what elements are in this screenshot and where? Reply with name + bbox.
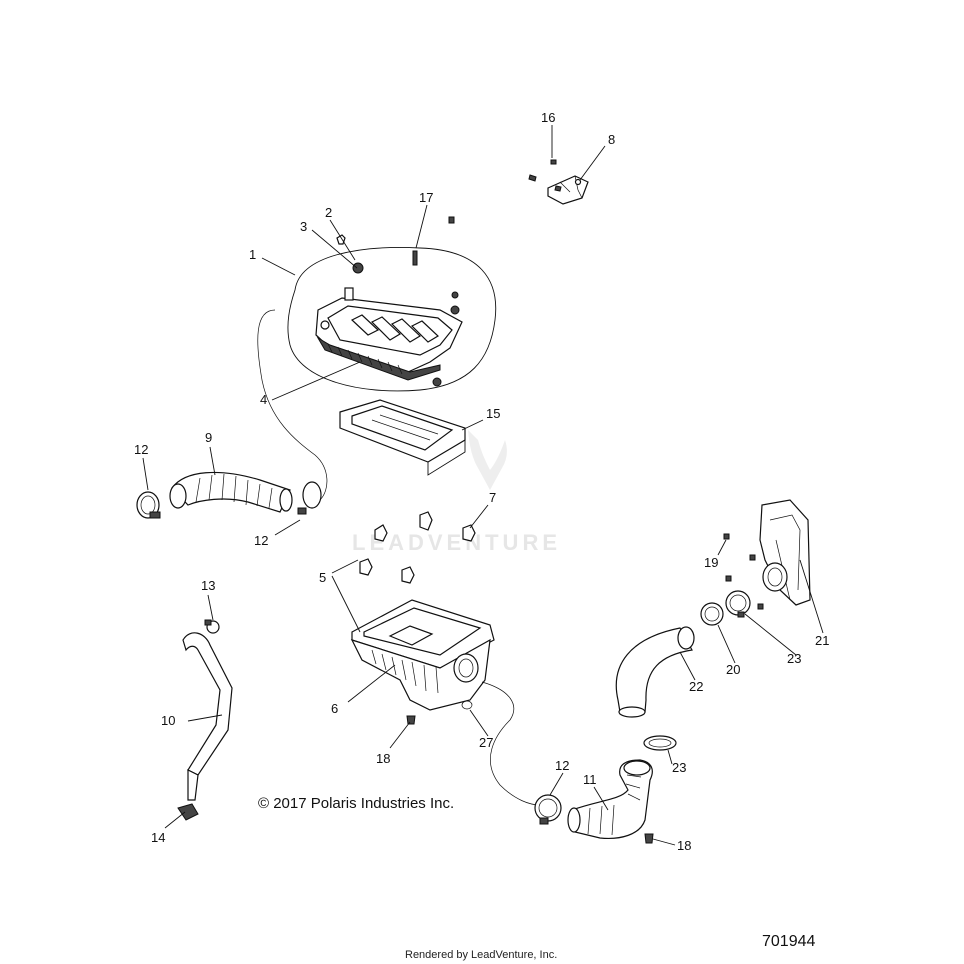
diagram-number: 701944 <box>762 933 815 950</box>
callout-18b: 18 <box>677 838 691 853</box>
part-clamp-12b[interactable] <box>297 481 322 515</box>
callout-7: 7 <box>489 490 496 505</box>
callout-3: 3 <box>300 219 307 234</box>
callout-leaders <box>142 125 824 846</box>
callout-27: 27 <box>479 735 493 750</box>
part-clamp-14[interactable] <box>177 803 199 821</box>
part-elbow-22[interactable] <box>615 626 695 718</box>
callout-12c: 12 <box>555 758 569 773</box>
rendered-by-text: Rendered by LeadVenture, Inc. <box>405 949 557 961</box>
leader-line <box>257 309 328 501</box>
part-lower-hose-11[interactable] <box>567 759 653 840</box>
callout-21: 21 <box>815 633 829 648</box>
part-clips-5-7[interactable] <box>359 511 476 584</box>
part-clamp-23a[interactable] <box>725 590 751 618</box>
part-drain-18a[interactable] <box>406 715 416 725</box>
callout-labels: 16 8 17 2 3 1 4 15 9 12 12 7 5 13 10 6 1… <box>134 110 829 853</box>
part-clamp-12a[interactable] <box>136 491 161 519</box>
part-bracket-8[interactable] <box>547 175 589 205</box>
callout-9: 9 <box>205 430 212 445</box>
callout-8: 8 <box>608 132 615 147</box>
part-screw-16[interactable] <box>528 159 562 192</box>
callout-15: 15 <box>486 406 500 421</box>
callout-6: 6 <box>331 701 338 716</box>
callout-12b: 12 <box>254 533 268 548</box>
part-duct-21[interactable] <box>759 499 811 606</box>
callout-23b: 23 <box>672 760 686 775</box>
part-drain-18b[interactable] <box>644 833 654 844</box>
part-intake-hose-9[interactable] <box>169 471 293 513</box>
part-airbox-cover-1[interactable] <box>287 247 497 392</box>
part-grommet-27[interactable] <box>461 700 473 710</box>
part-airbox-base-6[interactable] <box>350 599 495 711</box>
part-clamp-13[interactable] <box>204 619 220 634</box>
copyright-text: © 2017 Polaris Industries Inc. <box>258 795 454 812</box>
part-coupler-20[interactable] <box>700 602 724 626</box>
part-breather-hose-10[interactable] <box>182 632 233 801</box>
callout-12a: 12 <box>134 442 148 457</box>
part-filter-15[interactable] <box>339 399 466 476</box>
callout-23a: 23 <box>787 651 801 666</box>
callout-4: 4 <box>260 392 267 407</box>
callout-2: 2 <box>325 205 332 220</box>
callout-20: 20 <box>726 662 740 677</box>
callout-13: 13 <box>201 578 215 593</box>
part-fasteners-2-3-17[interactable] <box>336 216 455 274</box>
part-clamp-12c[interactable] <box>534 794 562 825</box>
leader-line-lower <box>481 681 541 806</box>
callout-11: 11 <box>583 772 597 787</box>
part-clamp-23b[interactable] <box>643 735 677 751</box>
callout-1: 1 <box>249 247 256 262</box>
callout-16: 16 <box>541 110 555 125</box>
callout-19: 19 <box>704 555 718 570</box>
callout-14: 14 <box>151 830 165 845</box>
callout-18a: 18 <box>376 751 390 766</box>
callout-5: 5 <box>319 570 326 585</box>
callout-10: 10 <box>161 713 175 728</box>
callout-22: 22 <box>689 679 703 694</box>
callout-17: 17 <box>419 190 433 205</box>
